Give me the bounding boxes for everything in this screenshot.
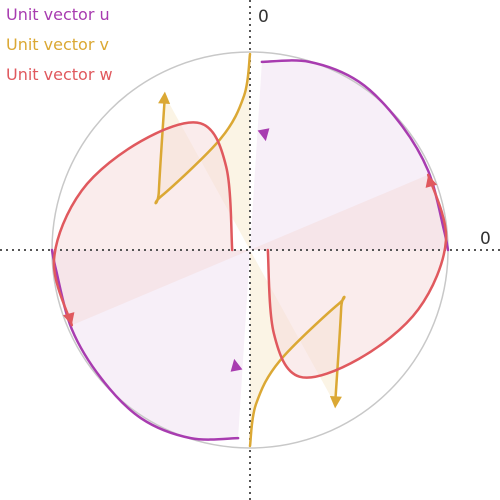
trace-u [260,59,450,252]
trace-w [52,121,234,327]
arrows-layer [62,91,438,409]
trace-v-mirror [248,295,346,448]
arrow-head-w-mirror [425,174,438,188]
arrow-head-w [62,312,75,326]
arrow-head-v [158,91,171,104]
trace-v [154,52,252,205]
trace-w-mirror [266,173,448,379]
arrow-head-u [257,128,270,142]
fills-layer [52,54,448,446]
arrow-head-v-mirror [329,396,342,409]
legend-item-w: Unit vector w [6,65,113,84]
traces-layer [50,52,450,448]
right-zero-tick-label: 0 [480,229,491,249]
legend-item-v: Unit vector v [6,35,109,54]
fill-w [53,122,250,326]
arrow-head-u-mirror [230,358,243,372]
fill-w-mirror [250,174,447,378]
trace-u-mirror [50,248,240,441]
legend-item-u: Unit vector u [6,5,110,24]
top-zero-tick-label: 0 [258,7,269,27]
legend: Unit vector u Unit vector v Unit vector … [6,5,113,84]
